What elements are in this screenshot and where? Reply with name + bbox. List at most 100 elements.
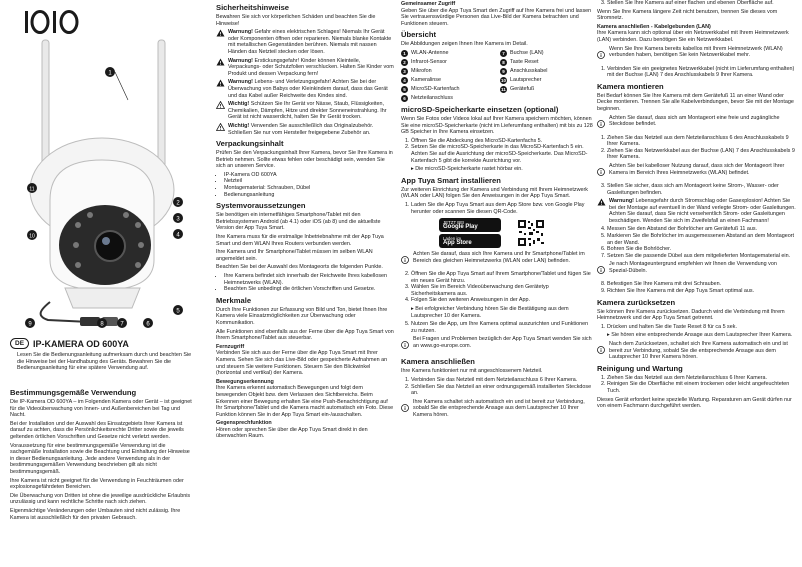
important-text: Verwenden Sie ausschließlich das Origina… <box>228 122 374 136</box>
mount-note-2-text: Achten Sie bei kabelloser Nutzung darauf… <box>609 162 785 176</box>
warning-label: Warnung! <box>228 29 253 36</box>
callout-markers: 1 2 3 4 5 6 7 8 9 10 11 <box>25 67 183 328</box>
system-p1: Sie benötigen ein internetfähiges Smartp… <box>216 212 381 232</box>
system-list: Ihre Kamera befindet sich innerhalb der … <box>216 273 394 293</box>
callout-7: 7 <box>120 322 124 328</box>
app-heading: App Tuya Smart installieren <box>401 175 501 185</box>
sd-result: Die microSD-Speicherkarte rastet hörbar … <box>415 166 523 173</box>
info-icon <box>597 115 606 133</box>
usage-p4: Ihre Kamera ist nicht geeignet für die V… <box>10 477 184 491</box>
warning-triangle-icon <box>216 29 225 37</box>
info-icon <box>597 261 606 279</box>
package-item: IP-Kamera OD 600YA <box>224 172 394 179</box>
package-list: IP-Kamera OD 600YA Netzteil Montagemater… <box>216 172 394 198</box>
clean-steps: Ziehen Sie das Netzteil aus dem Netzteil… <box>597 375 796 395</box>
connect-intro: Ihre Kamera funktioniert nur mit angesch… <box>401 368 543 375</box>
mount-note: Achten Sie darauf, dass sich am Montageo… <box>597 115 796 133</box>
lan-text: Ihre Kamera kann sich optional über ein … <box>597 30 789 43</box>
connect-step: Stellen Sie Ihre Kamera auf einer flache… <box>607 0 796 7</box>
connect-step: Schließen Sie das Netzteil an einer ordn… <box>411 384 593 397</box>
features-p2: Alle Funktionen sind ebenfalls aus der F… <box>216 328 394 342</box>
app-step: Folgen Sie den weiteren Anweisungen in d… <box>411 297 593 304</box>
connect-step: Verbinden Sie das Netzteil mit dem Netzt… <box>411 377 593 384</box>
lan-heading: Kamera anschließen - Kabelgebunden (LAN) <box>597 23 711 30</box>
usage-p5: Die Überwachung von Dritten ist ohne die… <box>10 492 191 506</box>
system-p2: Ihre Kamera muss für die erstmalige Inbe… <box>216 234 384 247</box>
reset-intro: Sie können Ihre Kamera zurücksetzen. Dad… <box>597 308 785 322</box>
app-intro: Zur weiteren Einrichtung der Kamera und … <box>401 186 588 200</box>
callout-1: 1 <box>108 71 112 77</box>
safety-heading: Sicherheitshinweise <box>216 3 290 12</box>
overview-intro: Die Abbildungen zeigen Ihnen Ihre Kamera… <box>401 41 528 48</box>
important-label: Wichtig! <box>228 101 250 108</box>
connect-note: Ihre Kamera schaltet sich automatisch ei… <box>401 399 593 419</box>
features-p1: Durch Ihre Funktionen zur Erfassung von … <box>216 306 388 326</box>
feature-talk-text: Hören oder sprechen Sie über die App Tuy… <box>216 426 368 440</box>
lan-note-text: Wenn Sie Ihre Kamera bereits kabellos mi… <box>609 45 783 59</box>
qr-code-icon[interactable] <box>517 219 545 248</box>
callout-8: 8 <box>100 322 104 328</box>
warning-text: Erstickungsgefahr! Kinder können Kleinte… <box>228 57 394 77</box>
app-step: Nutzen Sie die App, um Ihre Kamera optim… <box>411 321 593 334</box>
column-2: Sicherheitshinweise Bewahren Sie sich vo… <box>200 0 398 567</box>
mount-step: Richten Sie Ihre Kamera mit der App Tuya… <box>607 288 796 295</box>
usage-p6: Eigenmächtige Veränderungen oder Umbaute… <box>10 507 181 521</box>
warning-text: Lebensgefahr durch Stromschlag oder Gase… <box>609 198 796 224</box>
column-3: Gemeinsamer Zugriff Geben Sie über die A… <box>398 0 597 567</box>
usage-p3: Voraussetzung für eine bestimmungsgemäße… <box>10 442 190 475</box>
clean-step: Reinigen Sie die Oberfläche mit einem tr… <box>607 381 796 394</box>
mount-step: Messen Sie den Abstand der Bohrlöcher am… <box>607 226 796 233</box>
warning-text: Lebens- und Verletzungsgefahr! Achten Si… <box>228 79 388 99</box>
reset-heading: Kamera zurücksetzen <box>597 297 676 307</box>
sd-steps: Öffnen Sie die Abdeckung des MicroSD-Kar… <box>401 138 593 164</box>
mount-steps-2a: Stellen Sie sicher, dass sich am Montage… <box>597 183 796 196</box>
reset-note: Nach dem Zurücksetzen, schaltet sich Ihr… <box>597 341 796 361</box>
mount-steps-3: Befestigen Sie Ihre Kamera mit drei Schr… <box>597 281 796 294</box>
mount-note-2: Achten Sie bei kabelloser Nutzung darauf… <box>597 163 796 181</box>
lan-intro: Wenn Sie Ihre Kamera längere Zeit nicht … <box>597 8 778 22</box>
app-note-text: Achten Sie darauf, dass sich Ihre Kamera… <box>413 251 585 264</box>
info-icon <box>401 251 410 269</box>
reset-step: Drücken und halten Sie die Taste Reset 8… <box>607 324 796 331</box>
clean-heading: Reinigung und Wartung <box>597 363 683 373</box>
usage-p1: Die IP-Kamera OD 600YA – im Folgenden Ka… <box>10 399 192 419</box>
info-icon <box>597 163 606 181</box>
usage-section: Bestimmungsgemäße Verwendung Die IP-Kame… <box>10 385 195 523</box>
feature-motion-text: Ihre Kamera erkennt automatisch Bewegung… <box>216 385 394 418</box>
mount-step: Ziehen Sie das Netzwerkkabel aus der Buc… <box>607 148 796 161</box>
feature-motion-title: Bewegungserkennung <box>216 378 274 385</box>
mount-step: Setzen Sie die passende Dübel aus dem mi… <box>607 253 796 260</box>
mount-step: Befestigen Sie Ihre Kamera mit drei Schr… <box>607 281 796 288</box>
mount-step: Stellen Sie sicher, dass sich am Montage… <box>607 183 796 196</box>
info-icon <box>597 341 606 361</box>
lan-note: Wenn Sie Ihre Kamera bereits kabellos mi… <box>597 46 796 64</box>
app-note-2: Bei Fragen und Problemen bezüglich der A… <box>401 336 593 354</box>
mount-step: Markieren Sie die Bohrlöcher im ausgemes… <box>607 233 796 246</box>
connect-note-text: Ihre Kamera schaltet sich automatisch ei… <box>413 398 585 418</box>
feature-remote-text: Verbinden Sie sich aus der Ferne über di… <box>216 350 388 377</box>
callout-11: 11 <box>29 187 34 193</box>
clean-outro: Dieses Gerät erfordert keine spezielle W… <box>597 396 792 410</box>
app-step: Laden Sie die App Tuya Smart aus dem App… <box>411 202 593 215</box>
mount-step: Bohren Sie die Bohrlöcher. <box>607 246 796 253</box>
info-icon <box>597 46 606 64</box>
sd-step: Öffnen Sie die Abdeckung des MicroSD-Kar… <box>411 138 593 145</box>
sd-heading: microSD-Speicherkarte einsetzen (optiona… <box>401 104 559 114</box>
callout-6: 6 <box>146 322 150 328</box>
warning-2: Warnung! Erstickungsgefahr! Kinder könne… <box>216 58 394 78</box>
clean-step: Ziehen Sie das Netzteil aus dem Netzteil… <box>607 375 796 382</box>
mount-steps-2: Messen Sie den Abstand der Bohrlöcher am… <box>597 226 796 259</box>
package-item: Montagematerial: Schrauben, Dübel <box>224 185 394 192</box>
